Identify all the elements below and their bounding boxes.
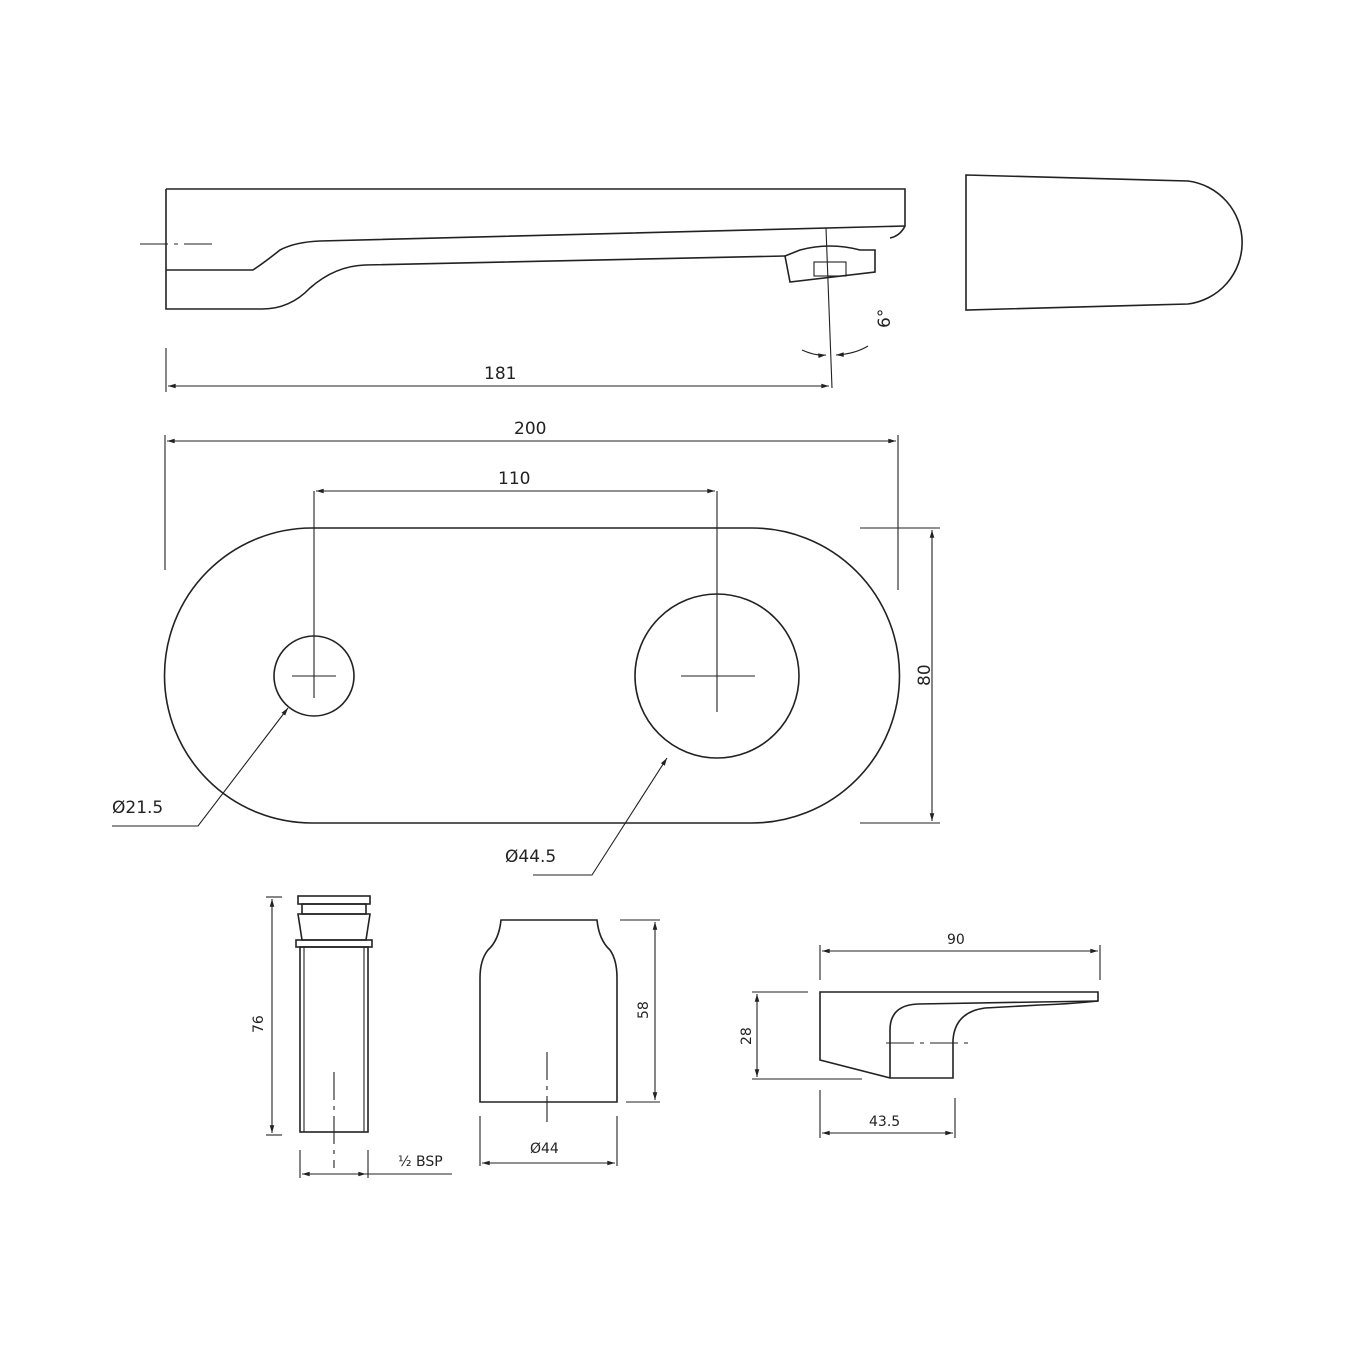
spout-length-dim: 181 <box>484 364 516 384</box>
cartridge-view: 76 ½ BSP <box>251 895 452 1178</box>
large-hole-dia: Ø44.5 <box>505 847 556 867</box>
lever-height-dim: 28 <box>739 1027 755 1045</box>
lever-offset-dim: 43.5 <box>869 1114 900 1130</box>
lever-length-dim: 90 <box>947 932 965 948</box>
plate-width-dim: 200 <box>514 419 546 439</box>
plate-height-dim: 80 <box>915 664 935 686</box>
cartridge-height-dim: 76 <box>251 1015 267 1033</box>
backplate-front-view: 200 110 80 Ø21.5 Ø44.5 <box>112 419 940 876</box>
cap-dia-dim: Ø44 <box>530 1141 559 1157</box>
lever-view: 90 28 43.5 <box>739 932 1101 1138</box>
hole-spacing-dim: 110 <box>498 469 530 489</box>
spout-end-view <box>965 174 1243 311</box>
thread-label: ½ BSP <box>398 1154 443 1170</box>
spout-angle-dim: 6° <box>875 309 895 328</box>
cap-height-dim: 58 <box>636 1001 652 1019</box>
cap-view: 58 Ø44 <box>479 919 660 1166</box>
small-hole-dia: Ø21.5 <box>112 798 163 818</box>
spout-side-view: 181 6° <box>140 188 906 392</box>
